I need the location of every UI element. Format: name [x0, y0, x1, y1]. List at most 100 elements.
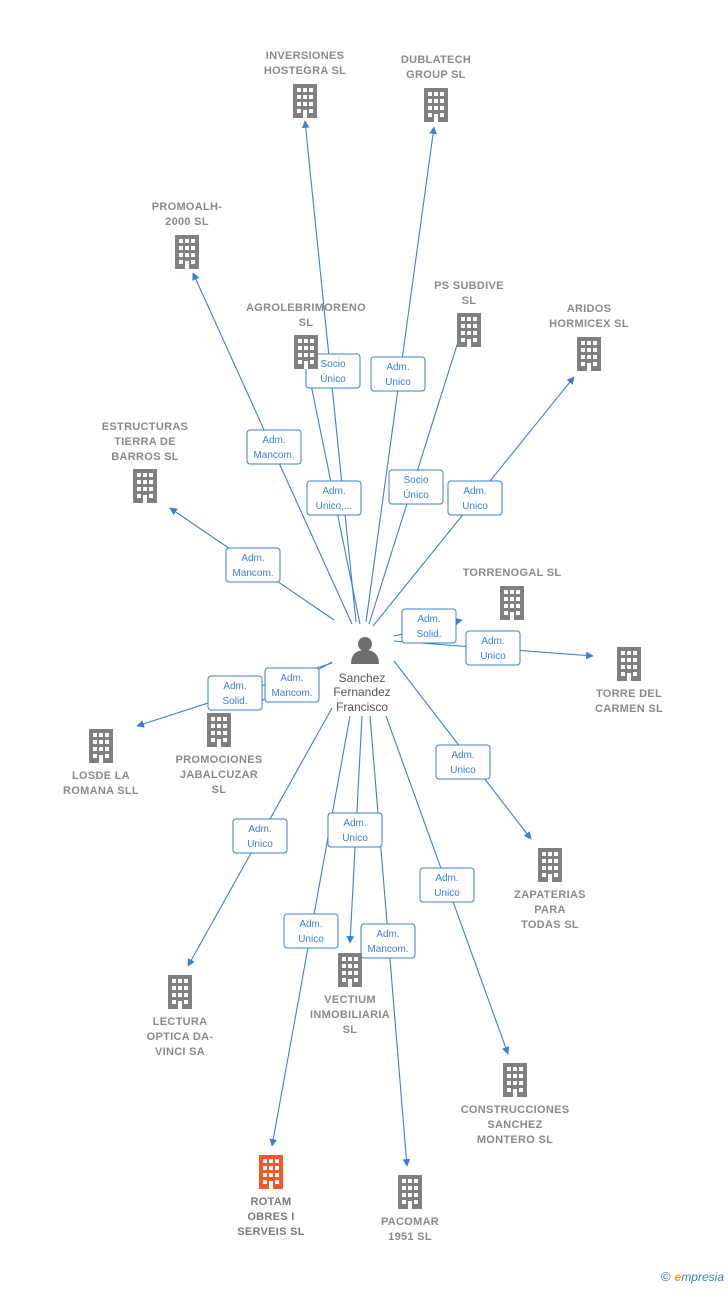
edge-label-pacomar-1951[interactable]: Adm. Mancom.: [360, 923, 416, 959]
company-name-line: ZAPATERIAS: [514, 889, 586, 901]
company-name-line: PROMOALH-: [152, 201, 223, 213]
company-name-line: SL: [212, 784, 227, 796]
edge-label-construcciones-sanchez-montero[interactable]: Adm. Unico: [419, 867, 475, 903]
company-node-promoalh-2000[interactable]: PROMOALH- 2000 SL: [152, 201, 223, 269]
building-icon: [538, 848, 562, 882]
edge-label-torre-del-carmen[interactable]: Adm.Unico: [465, 630, 521, 666]
person-name-line-2: Fernandez: [333, 685, 390, 699]
edge-label-torrenogal[interactable]: Adm.Solid.: [401, 608, 457, 644]
edge-label-box: [388, 469, 444, 505]
edge-label-dublatech-group[interactable]: Adm.Unico: [370, 356, 426, 392]
edge-label-line: Solid.: [222, 696, 247, 707]
company-name-line: ROTAM: [250, 1196, 291, 1208]
edge-label-promoalh-2000[interactable]: Adm. Mancom.: [246, 429, 302, 465]
edge-label-box: [283, 913, 339, 949]
building-icon: [424, 88, 448, 122]
edge-label-lectura-optica-da-vinci[interactable]: Adm.Unico: [232, 818, 288, 854]
company-name-line: VINCI SA: [155, 1046, 205, 1058]
person-name-line-3: Francisco: [336, 700, 388, 714]
edge-label-line: Adm.: [435, 873, 458, 884]
edge-label-line: Mancom.: [253, 450, 294, 461]
company-name-line: PACOMAR: [381, 1216, 439, 1228]
edge-label-zapaterias-para-todas[interactable]: Adm.Unico: [435, 744, 491, 780]
edge-label-line: Unico,...: [316, 501, 353, 512]
edge-label-box: [305, 353, 361, 389]
company-name-line: CARMEN SL: [595, 703, 663, 715]
edge-label-box: [465, 630, 521, 666]
company-name-line: SL: [462, 295, 477, 307]
edge-label-box: [207, 675, 263, 711]
company-name-line: LECTURA: [153, 1016, 208, 1028]
company-name-line: TORRENOGAL SL: [463, 567, 562, 579]
company-name-line: OPTICA DA-: [147, 1031, 214, 1043]
edge-label-losde-la-romana[interactable]: Adm.Solid.: [207, 675, 263, 711]
edge-label-line: Adm.: [262, 435, 285, 446]
company-node-torrenogal[interactable]: TORRENOGAL SL: [463, 567, 562, 620]
brand-footer: ©empresia: [661, 1269, 724, 1284]
building-icon: [500, 586, 524, 620]
edge-label-line: Adm.: [376, 929, 399, 940]
company-name-line: JABALCUZAR: [180, 769, 258, 781]
company-name-line: SERVEIS SL: [237, 1226, 305, 1238]
company-name-line: 2000 SL: [165, 216, 209, 228]
edge-label-box: [264, 667, 320, 703]
edge-label-aridos-hormicex[interactable]: Adm.Unico: [447, 480, 503, 516]
person-icon: [351, 637, 379, 664]
company-name-line: DUBLATECH: [401, 54, 471, 66]
building-icon: [338, 953, 362, 987]
building-icon: [577, 337, 601, 371]
edge-label-line: Mancom.: [232, 568, 273, 579]
person-node[interactable]: Sanchez Fernandez Francisco: [333, 637, 391, 714]
edge-label-line: Unico: [247, 839, 273, 850]
brand-logo-e: e: [674, 1270, 682, 1284]
edge-label-line: Adm.: [343, 818, 366, 829]
edge-label-box: [419, 867, 475, 903]
edge-label-box: [360, 923, 416, 959]
building-icon: [133, 469, 157, 503]
edge-label-box: [306, 480, 362, 516]
building-icon: [175, 235, 199, 269]
company-node-promociones-jabalcuzar[interactable]: PROMOCIONES JABALCUZAR SL: [175, 713, 262, 796]
edge-label-vectium-inmobiliaria[interactable]: Adm. Unico: [327, 812, 383, 848]
person-name-line-1: Sanchez: [339, 671, 386, 685]
edge-label-box: [370, 356, 426, 392]
company-node-rotam-obres-i-serveis[interactable]: ROTAM OBRES I SERVEIS SL: [237, 1155, 305, 1238]
company-name-line: SL: [343, 1024, 358, 1036]
company-name-line: OBRES I: [247, 1211, 294, 1223]
building-icon: [89, 729, 113, 763]
edge-label-line: Único: [403, 488, 429, 501]
company-name-line: CONSTRUCCIONES: [461, 1104, 570, 1116]
company-node-lectura-optica-da-vinci[interactable]: LECTURA OPTICA DA- VINCI SA: [147, 975, 214, 1058]
company-name-line: 1951 SL: [388, 1231, 432, 1243]
company-name-line: LOSDE LA: [72, 770, 130, 782]
edge-label-agrolebrimoreno[interactable]: Adm.Unico,...: [306, 480, 362, 516]
edge-label-box: [327, 812, 383, 848]
edge-label-rotam-obres-i-serveis[interactable]: Adm.Unico: [283, 913, 339, 949]
edge-label-line: Unico: [342, 833, 368, 844]
edge-label-line: Adm.: [280, 673, 303, 684]
company-node-pacomar-1951[interactable]: PACOMAR 1951 SL: [381, 1175, 439, 1243]
edge-label-estructuras-tierra-de-barros[interactable]: Adm.Mancom.: [225, 547, 281, 583]
building-icon: [168, 975, 192, 1009]
edge-label-promociones-jabalcuzar[interactable]: Adm.Mancom.: [264, 667, 320, 703]
company-name-line: TIERRA DE: [114, 436, 176, 448]
edge-label-box: [435, 744, 491, 780]
edge-label-line: Mancom.: [367, 944, 408, 955]
edge-label-line: Unico: [298, 934, 324, 945]
company-name-line: PROMOCIONES: [175, 754, 262, 766]
edge-label-line: Unico: [434, 888, 460, 899]
